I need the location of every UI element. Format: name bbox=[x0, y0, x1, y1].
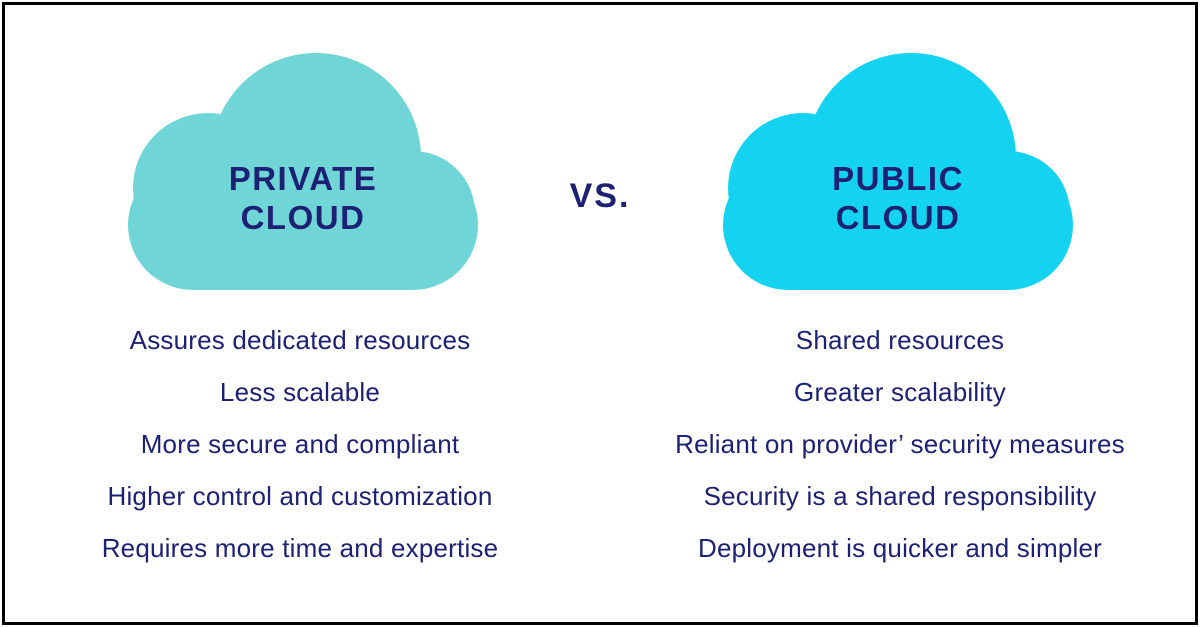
private-cloud-title: PRIVATE CLOUD bbox=[128, 160, 478, 238]
public-cloud-feature-list: Shared resources Greater scalability Rel… bbox=[600, 314, 1200, 574]
cloud-icon bbox=[723, 53, 1073, 290]
public-cloud-shape: PUBLIC CLOUD bbox=[723, 48, 1073, 290]
private-cloud-title-line1: PRIVATE bbox=[228, 160, 378, 197]
public-cloud-title: PUBLIC CLOUD bbox=[723, 160, 1073, 238]
public-feature-item: Shared resources bbox=[795, 324, 1005, 355]
public-feature-item: Security is a shared responsibility bbox=[703, 480, 1097, 511]
vs-label: VS. bbox=[569, 176, 631, 215]
cloud-icon bbox=[128, 53, 478, 290]
private-cloud-title-line2: CLOUD bbox=[240, 198, 366, 236]
private-feature-item: More secure and compliant bbox=[140, 428, 460, 459]
public-feature-item: Deployment is quicker and simpler bbox=[698, 532, 1102, 563]
public-cloud-title-line2: CLOUD bbox=[835, 198, 961, 236]
private-feature-item: Assures dedicated resources bbox=[129, 324, 471, 355]
public-feature-item: Greater scalability bbox=[794, 376, 1006, 407]
private-feature-item: Less scalable bbox=[219, 376, 381, 407]
private-feature-item: Higher control and customization bbox=[107, 480, 493, 511]
public-feature-item: Reliant on provider’ security measures bbox=[675, 428, 1125, 459]
private-cloud-feature-list: Assures dedicated resources Less scalabl… bbox=[0, 314, 600, 574]
public-cloud-title-line1: PUBLIC bbox=[832, 160, 964, 197]
private-feature-item: Requires more time and expertise bbox=[101, 532, 499, 563]
private-cloud-shape: PRIVATE CLOUD bbox=[128, 48, 478, 290]
